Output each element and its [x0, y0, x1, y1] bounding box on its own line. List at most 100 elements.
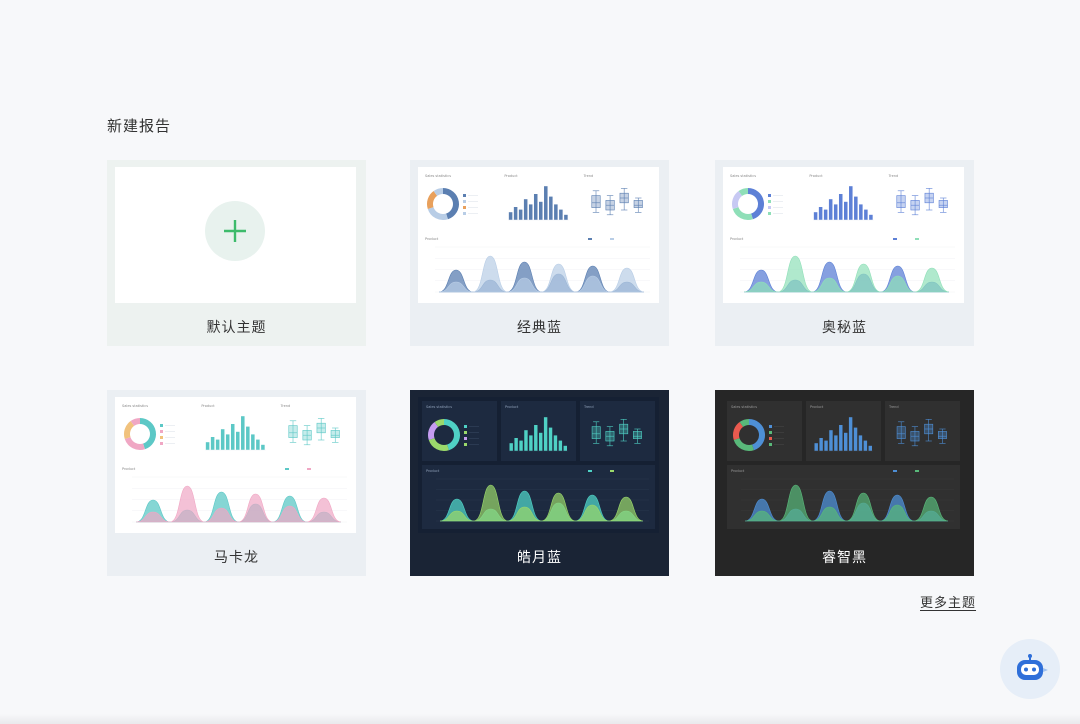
legend-swatch	[463, 200, 466, 203]
preview-panel-title: Sales statistics	[425, 174, 451, 178]
bar	[205, 442, 210, 450]
legend-text	[774, 444, 784, 445]
donut-slice	[748, 419, 765, 451]
donut-slice	[139, 418, 156, 450]
bar	[513, 207, 518, 220]
add-button[interactable]	[205, 201, 265, 261]
donut-slice	[433, 188, 444, 197]
bar	[563, 445, 567, 451]
bar	[818, 207, 823, 220]
preview-bottom-title: Product	[122, 467, 136, 471]
legend-text	[469, 432, 479, 433]
legend-text	[773, 195, 783, 196]
legend-swatch	[915, 470, 919, 472]
section-title: 新建报告	[107, 117, 172, 135]
bar	[220, 429, 225, 450]
theme-card[interactable]: 默认主题	[107, 160, 366, 346]
bar	[523, 199, 528, 220]
box	[938, 431, 947, 439]
preview-panel	[580, 401, 655, 461]
area-series	[135, 485, 342, 523]
donut-slice	[733, 422, 744, 440]
preview-panel-title: Trend	[888, 174, 899, 178]
donut-slice	[434, 419, 445, 428]
bar	[549, 196, 553, 220]
bar	[215, 439, 220, 450]
bar	[261, 444, 265, 450]
donut-slice	[738, 188, 749, 197]
bar	[868, 445, 872, 451]
legend-text	[165, 437, 175, 438]
assistant-button[interactable]	[1000, 639, 1060, 699]
robot-icon	[1017, 654, 1048, 680]
bar	[824, 440, 828, 451]
bar	[241, 416, 245, 450]
bar	[529, 435, 533, 451]
donut-slice	[428, 437, 449, 451]
bar	[564, 214, 568, 220]
legend-text	[165, 431, 175, 432]
donut-slice	[732, 191, 743, 209]
more-themes-link[interactable]: 更多主题	[920, 596, 977, 611]
bar	[539, 432, 543, 451]
plus-icon	[224, 220, 246, 242]
preview-bottom-title: Product	[730, 237, 744, 241]
preview-panel-title: Trend	[583, 405, 594, 409]
legend-swatch	[768, 200, 771, 203]
legend-text	[773, 213, 783, 214]
bar	[833, 204, 838, 220]
box	[896, 426, 906, 439]
preview-panel-title: Product	[809, 174, 823, 178]
legend-swatch	[915, 238, 919, 240]
bar	[844, 432, 848, 451]
bar	[548, 427, 553, 451]
legend-text	[468, 195, 478, 196]
preview-panel-title: Trend	[280, 404, 291, 408]
bar	[534, 425, 538, 451]
theme-name: 默认主题	[206, 320, 267, 336]
bar	[509, 443, 513, 451]
legend-text	[165, 443, 175, 444]
bar	[839, 425, 843, 451]
legend-text	[773, 201, 783, 202]
legend-swatch	[768, 212, 771, 215]
legend-text	[773, 207, 783, 208]
bar	[543, 417, 548, 451]
donut-slice	[124, 436, 145, 450]
legend-swatch	[769, 431, 772, 434]
preview-panel-title: Sales statistics	[731, 405, 757, 409]
bar	[813, 212, 818, 220]
donut-slice	[733, 437, 754, 451]
donut-slice	[427, 191, 438, 209]
bar	[210, 437, 215, 450]
preview-panel-title: Product	[504, 174, 518, 178]
legend-text	[468, 207, 478, 208]
bar	[524, 430, 528, 451]
preview-panel	[579, 170, 656, 230]
bar	[539, 201, 543, 220]
theme-name: 皓月蓝	[517, 550, 562, 566]
bar	[823, 209, 828, 220]
donut-slice	[428, 422, 439, 440]
legend-text	[469, 444, 479, 445]
preview-panel	[885, 401, 960, 461]
legend-swatch	[610, 470, 614, 472]
legend-swatch	[463, 194, 466, 197]
bar	[533, 194, 538, 220]
box	[288, 425, 298, 438]
legend-text	[468, 201, 478, 202]
box	[591, 426, 601, 439]
preview-panel-title: Sales statistics	[122, 404, 148, 408]
legend-swatch	[769, 425, 772, 428]
